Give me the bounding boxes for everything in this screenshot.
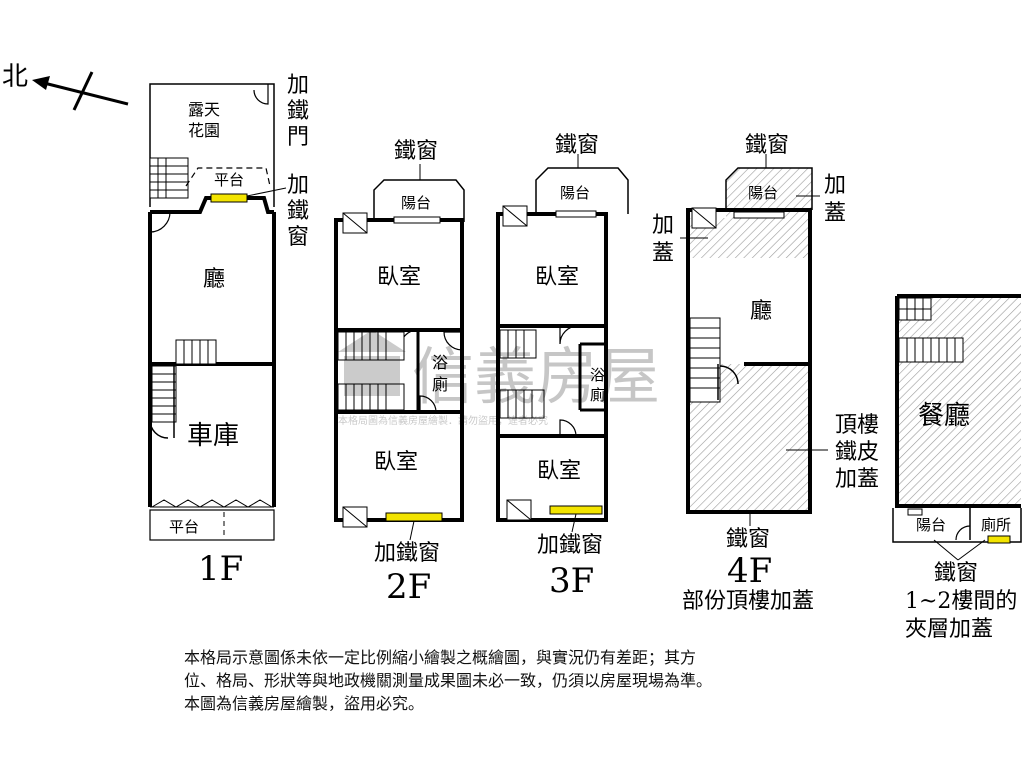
- 4f-add-right-2: 蓋: [824, 201, 846, 226]
- mezz-toilet-label: 廁所: [981, 516, 1011, 534]
- watermark-small: 本格局圖為信義房屋繪製．請勿盜用，違者必究: [338, 414, 548, 427]
- hall-label: 廳: [203, 267, 225, 292]
- disclaimer-line-1: 本格局示意圖係未依一定比例縮小繪製之概繪圖，與實況仍有差距；其方: [184, 648, 697, 667]
- garden-stairs: [149, 157, 189, 199]
- 4f-roof-addition-2: 鐵皮: [835, 440, 879, 465]
- watermark-brand: 信義房屋: [412, 340, 660, 413]
- disclaimer-note: 本格局示意圖係未依一定比例縮小繪製之概繪圖，與實況仍有差距；其方 位、格局、形狀…: [184, 646, 844, 715]
- garage-label: 車庫: [187, 421, 239, 451]
- iron-door-callout-3: 門: [287, 125, 309, 150]
- 3f-bath-label-1: 浴: [590, 366, 605, 384]
- 4f-add-left-1: 加: [652, 213, 674, 238]
- 2f-bath-label-2: 廁: [432, 375, 448, 394]
- 4f-add-left-2: 蓋: [652, 241, 674, 266]
- north-label: 北: [2, 62, 28, 92]
- 4f-hall-label: 廳: [750, 299, 772, 324]
- floor-4f-plan: 陽台 廳 鐵窗 加 蓋 加 蓋 頂樓 鐵皮 加蓋 鐵窗 4F 部份頂樓加蓋: [652, 133, 879, 614]
- 4f-subtitle: 部份頂樓加蓋: [682, 589, 814, 614]
- mezz-dining-label: 餐廳: [918, 401, 970, 431]
- 3f-balcony-label: 陽台: [560, 184, 590, 202]
- mezz-iron-window: 鐵窗: [934, 561, 978, 586]
- 4f-iron-window-top: 鐵窗: [745, 133, 789, 158]
- 2f-balcony-label: 陽台: [401, 194, 431, 212]
- mezzanine-plan: 餐廳 陽台 廁所 鐵窗 1~2樓間的 夾層加蓋: [892, 294, 1022, 642]
- floor-label-4f: 4F: [727, 551, 772, 591]
- 4f-roof-addition-1: 頂樓: [835, 413, 879, 438]
- iron-window-callout-1: 加: [287, 173, 309, 198]
- platform-bottom-label: 平台: [169, 518, 199, 536]
- 4f-balcony-label: 陽台: [748, 184, 778, 202]
- 4f-roof-addition-3: 加蓋: [835, 467, 879, 492]
- north-compass: 北: [2, 62, 129, 111]
- 3f-bedroom-bottom-label: 臥室: [537, 459, 581, 484]
- 2f-bedroom-bottom-label: 臥室: [374, 450, 418, 475]
- 2f-bedroom-top-label: 臥室: [377, 265, 421, 290]
- 3f-iron-window-top: 鐵窗: [555, 133, 599, 158]
- house-logo-icon: [338, 330, 406, 396]
- 3f-bath-label-2: 廁: [590, 386, 605, 404]
- mezz-desc-2: 夾層加蓋: [905, 617, 993, 642]
- floor-label-3f: 3F: [549, 561, 594, 601]
- platform-top-label: 平台: [214, 171, 244, 189]
- floor-1f-plan: 露天 花園 平台 廳 車庫 平台 加 鐵 門 加 鐵 窗 1F: [148, 73, 309, 589]
- iron-window-callout-3: 窗: [287, 225, 309, 250]
- floor-label-2f: 2F: [386, 567, 431, 607]
- 3f-iron-window-bottom: 加鐵窗: [537, 533, 603, 558]
- mezz-balcony-label: 陽台: [916, 516, 946, 534]
- garden-label-line2: 花園: [188, 121, 220, 140]
- floor-2f-plan: 陽台 臥室 浴 廁 臥室 鐵窗 加鐵窗 2F: [334, 139, 465, 607]
- disclaimer-line-2: 位、格局、形狀等與地政機關測量成果圖未必一致，仍須以房屋現場為準。: [184, 671, 713, 690]
- iron-door-callout-1: 加: [287, 73, 309, 98]
- mezz-desc-1: 1~2樓間的: [905, 589, 1017, 614]
- garden-label-line1: 露天: [188, 100, 220, 119]
- 4f-add-right-1: 加: [824, 173, 846, 198]
- disclaimer-line-3: 本圖為信義房屋繪製，盜用必究。: [184, 694, 425, 713]
- 2f-iron-window-bottom: 加鐵窗: [374, 541, 440, 566]
- iron-window-callout-2: 鐵: [287, 199, 309, 224]
- 2f-iron-window-top: 鐵窗: [394, 139, 438, 164]
- 2f-bath-label-1: 浴: [432, 353, 448, 372]
- iron-door-callout-2: 鐵: [287, 99, 309, 124]
- floor-3f-plan: 陽台 臥室 浴 廁 臥室 鐵窗 加鐵窗 3F: [496, 133, 629, 601]
- watermark: 信義房屋 本格局圖為信義房屋繪製．請勿盜用，違者必究: [338, 330, 660, 427]
- floor-label-1f: 1F: [198, 549, 243, 589]
- 3f-bedroom-top-label: 臥室: [535, 265, 579, 290]
- 4f-iron-window-bottom: 鐵窗: [726, 527, 770, 552]
